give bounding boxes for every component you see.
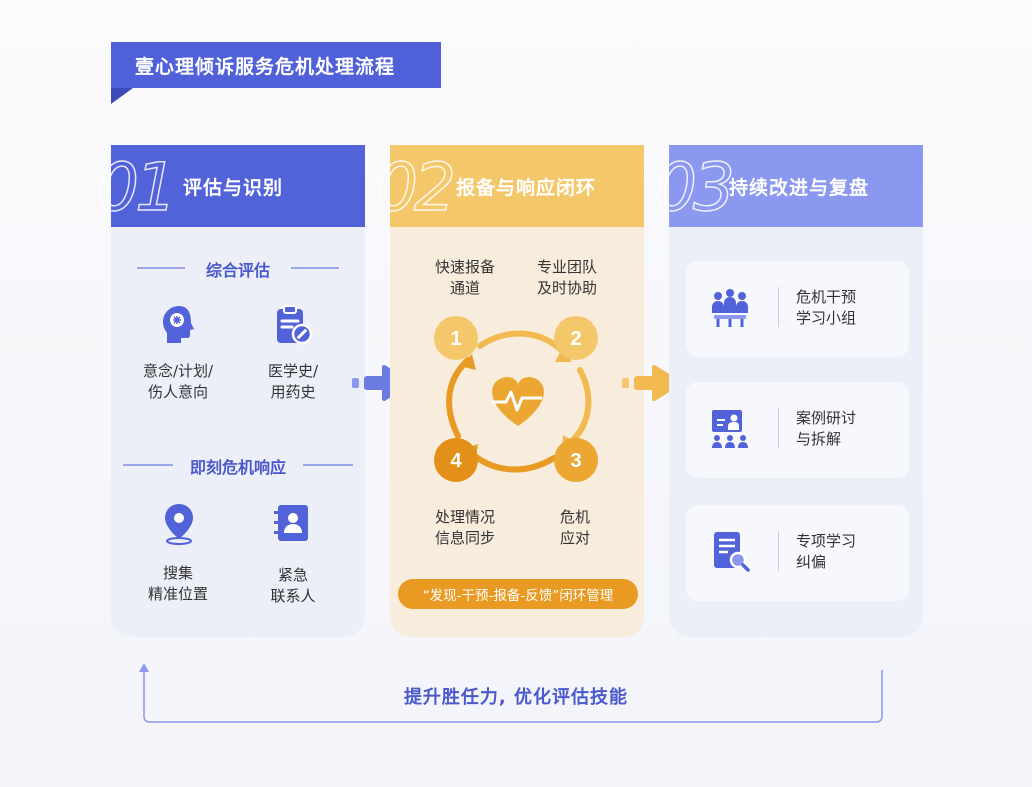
section-divider — [137, 267, 185, 269]
arrow-right-icon — [622, 365, 682, 401]
svg-text:2: 2 — [570, 328, 581, 350]
brain-head-icon — [163, 306, 194, 343]
card-divider — [778, 408, 779, 448]
column-title: 报备与响应闭环 — [456, 177, 597, 199]
card-divider — [778, 287, 779, 327]
step-label-3: 危机 应对 — [559, 508, 590, 547]
item-label: 意念/计划/ 伤人意向 — [142, 362, 214, 401]
closed-loop-badge: “发现-干预-报备-反馈”闭环管理 — [398, 579, 638, 609]
feedback-caption: 提升胜任力, 优化评估技能 — [403, 687, 629, 708]
feedback-arrowhead — [139, 663, 149, 672]
improvement-card: 危机干预 学习小组 — [686, 261, 909, 357]
column-assessment: 01 评估与识别 综合评估 意念/计划/ 伤人意向 医学史/ 用药史 即刻危机响… — [96, 145, 365, 637]
item-label: 紧急 联系人 — [270, 566, 316, 605]
improvement-card: 案例研讨 与拆解 — [686, 382, 909, 478]
step-circle-3: 3 — [554, 438, 598, 482]
card-label: 危机干预 学习小组 — [796, 288, 857, 327]
card-label: 案例研讨 与拆解 — [796, 409, 857, 448]
step-label-4: 处理情况 信息同步 — [434, 508, 495, 547]
step-circle-2: 2 — [554, 316, 598, 360]
section-divider — [291, 267, 339, 269]
contact-book-icon — [274, 505, 308, 541]
step-label-2: 专业团队 及时协助 — [536, 258, 597, 297]
svg-text:3: 3 — [570, 450, 581, 472]
document-search-icon — [714, 532, 750, 572]
heart-pulse-icon — [492, 376, 544, 426]
column-number: 02 — [375, 148, 456, 227]
section-divider — [123, 464, 173, 466]
column-header: 03 持续改进与复盘 — [654, 145, 923, 227]
item-label: 医学史/ 用药史 — [267, 362, 319, 401]
presentation-icon — [712, 410, 748, 448]
section-title: 综合评估 — [205, 261, 270, 280]
step-circle-1: 1 — [434, 316, 478, 360]
column-header: 02 报备与响应闭环 — [375, 145, 644, 227]
response-loop-diagram: 1 2 3 4 — [434, 316, 598, 482]
column-header: 01 评估与识别 — [96, 145, 365, 227]
card-label: 专项学习 纠偏 — [796, 532, 857, 571]
step-label-1: 快速报备 通道 — [434, 258, 495, 297]
group-meeting-icon — [712, 289, 748, 327]
location-pin-icon — [165, 504, 193, 545]
svg-text:1: 1 — [450, 328, 461, 350]
section-title: 即刻危机响应 — [189, 458, 286, 477]
column-report-response: 02 报备与响应闭环 — [375, 145, 644, 637]
title-fold-decoration — [111, 88, 133, 104]
item-label: 搜集 精准位置 — [147, 564, 208, 603]
page-title: 壹心理倾诉服务危机处理流程 — [111, 42, 441, 88]
step-circle-4: 4 — [434, 438, 478, 482]
improvement-card: 专项学习 纠偏 — [686, 505, 909, 601]
card-divider — [778, 531, 779, 571]
section-divider — [303, 464, 353, 466]
column-number: 01 — [96, 148, 177, 227]
column-title: 评估与识别 — [183, 177, 284, 199]
loop-arrowhead — [460, 354, 476, 370]
svg-text:4: 4 — [450, 450, 462, 472]
clipboard-pill-icon — [277, 305, 313, 345]
column-number: 03 — [654, 148, 735, 227]
column-title: 持续改进与复盘 — [729, 177, 870, 199]
